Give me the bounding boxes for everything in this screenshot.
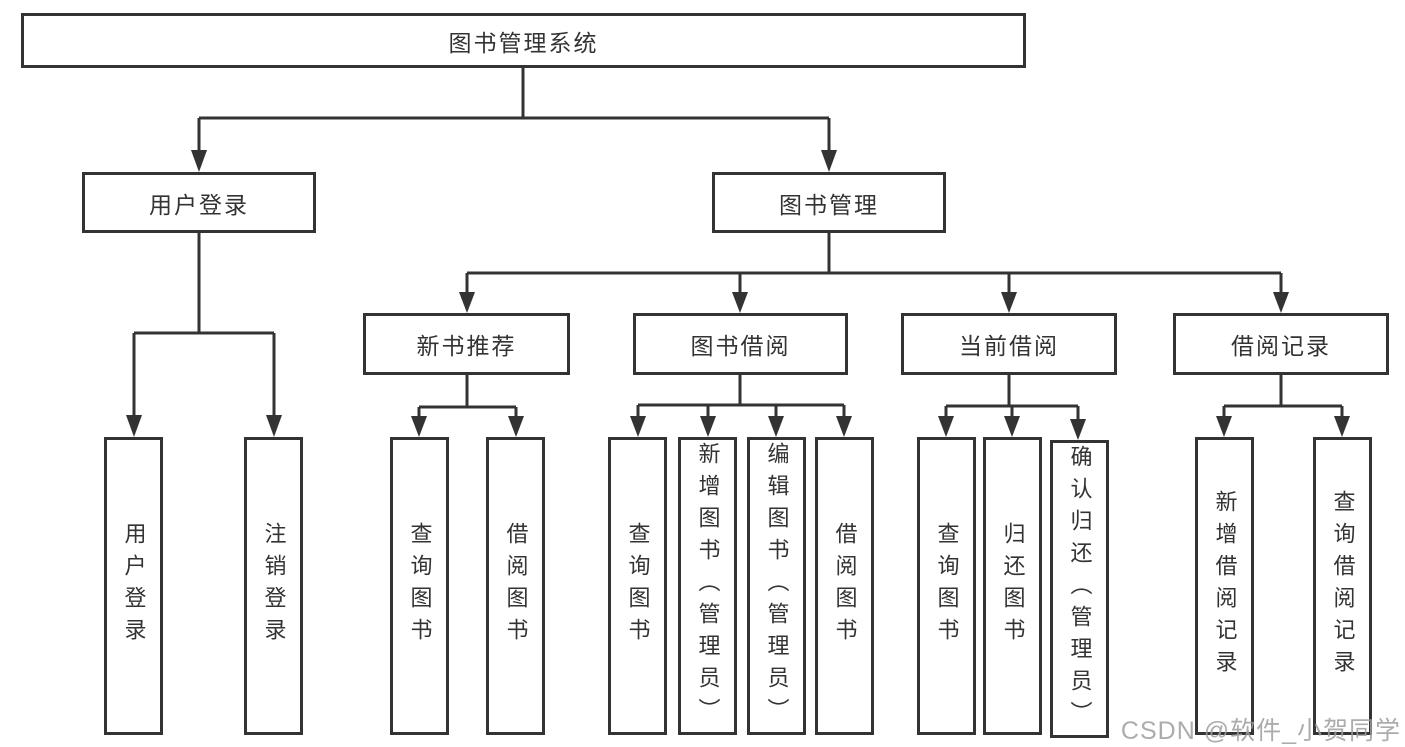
node-leaf-confirm-return-admin: 确认归还（管理员） xyxy=(1050,440,1109,738)
arrowhead xyxy=(266,415,282,437)
node-leaf-borrow-books-rec: 借阅图书 xyxy=(486,437,545,735)
arrowhead xyxy=(700,416,716,437)
connector-current-borrowing-to-leaves xyxy=(938,375,1086,440)
arrowhead xyxy=(1070,419,1086,440)
arrowhead xyxy=(459,292,475,313)
connector-user-login-to-leaves xyxy=(126,233,282,437)
node-library-management-system: 图书管理系统 xyxy=(21,13,1026,68)
arrowhead xyxy=(126,415,142,437)
node-leaf-logout: 注销登录 xyxy=(244,437,303,735)
node-leaf-borrow-books: 借阅图书 xyxy=(815,437,874,735)
arrowhead xyxy=(1004,416,1020,437)
node-leaf-query-books-current: 查询图书 xyxy=(917,437,976,735)
arrowhead xyxy=(191,150,207,172)
node-leaf-edit-books-admin: 编辑图书（管理员） xyxy=(747,437,806,735)
node-leaf-return-books: 归还图书 xyxy=(983,437,1042,735)
node-current-borrowing: 当前借阅 xyxy=(901,313,1117,375)
arrowhead xyxy=(821,150,837,172)
node-borrow-records: 借阅记录 xyxy=(1173,313,1389,375)
csdn-watermark: CSDN @软件_小贺同学 xyxy=(1120,717,1401,745)
node-leaf-query-books-borrow: 查询图书 xyxy=(608,437,667,735)
connector-root-to-level2 xyxy=(191,68,837,172)
connector-book-borrowing-to-leaves xyxy=(630,375,852,437)
arrowhead xyxy=(1334,416,1350,437)
arrowhead xyxy=(836,416,852,437)
node-new-book-recommend: 新书推荐 xyxy=(363,313,570,375)
connector-book-mgmt-to-level3 xyxy=(459,233,1289,313)
node-leaf-add-books-admin: 新增图书（管理员） xyxy=(678,437,737,735)
arrowhead xyxy=(630,416,646,437)
node-leaf-user-login: 用户登录 xyxy=(104,437,163,735)
node-book-management: 图书管理 xyxy=(712,172,946,233)
node-user-login: 用户登录 xyxy=(82,172,316,233)
connector-new-book-rec-to-leaves xyxy=(411,375,524,437)
node-leaf-add-borrow-record: 新增借阅记录 xyxy=(1195,437,1254,735)
arrowhead xyxy=(1273,292,1289,313)
node-leaf-query-borrow-record: 查询借阅记录 xyxy=(1313,437,1372,735)
arrowhead xyxy=(508,416,524,437)
arrowhead xyxy=(1001,292,1017,313)
node-leaf-query-books-rec: 查询图书 xyxy=(390,437,449,735)
arrowhead xyxy=(938,416,954,437)
node-book-borrowing: 图书借阅 xyxy=(633,313,848,375)
arrowhead xyxy=(1216,416,1232,437)
arrowhead xyxy=(411,416,427,437)
arrowhead xyxy=(768,416,784,437)
connector-borrow-records-to-leaves xyxy=(1216,375,1350,437)
arrowhead xyxy=(732,292,748,313)
